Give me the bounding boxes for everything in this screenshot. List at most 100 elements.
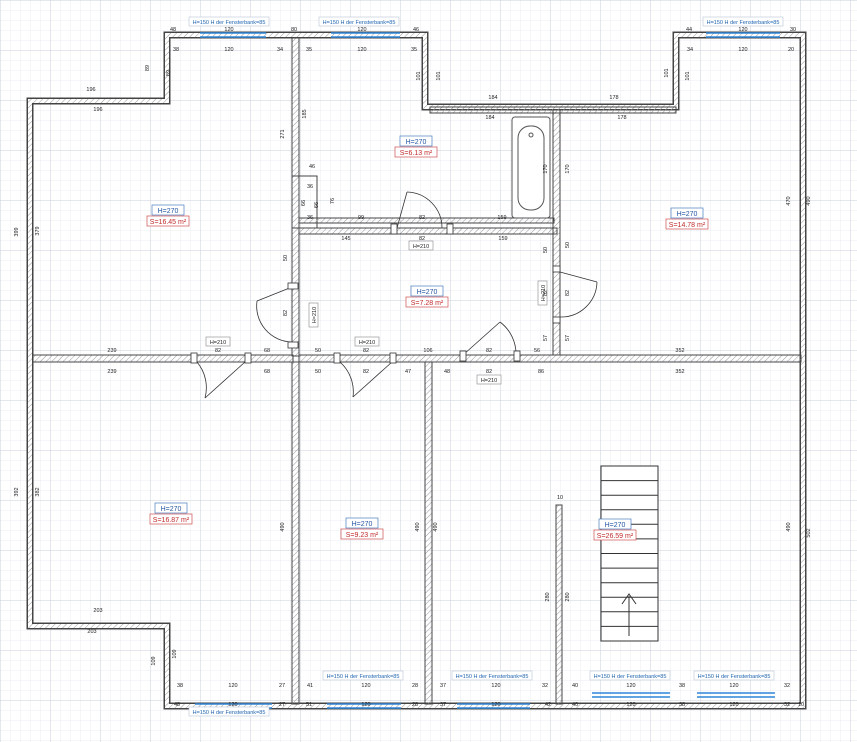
stair-arrow-head — [621, 593, 637, 605]
dimension-label: 51 — [306, 702, 312, 708]
wall-stair — [555, 504, 563, 705]
door-left-room — [256, 282, 299, 349]
door-bath — [390, 191, 454, 235]
dimension-label: 101 — [664, 68, 670, 77]
area-tag-box — [665, 218, 709, 230]
room-height-label: H=270 — [605, 522, 626, 529]
dimension-label: 490 — [433, 522, 439, 531]
dimension-label: 120 — [228, 702, 237, 708]
dimension-label: 178 — [617, 115, 626, 121]
door-tag-box — [476, 374, 502, 385]
dimension-label: 44 — [686, 27, 692, 33]
window-tag-box — [702, 16, 784, 27]
dimension-label: 120 — [738, 27, 747, 33]
area-tag-box — [405, 296, 449, 308]
dimension-label: 80 — [291, 27, 297, 33]
dimension-label: 32 — [784, 702, 790, 708]
dimension-label: 38 — [679, 702, 685, 708]
wall-v-left-upper — [291, 37, 300, 357]
dimension-label: 82 — [486, 369, 492, 375]
wall-v-left-lower — [291, 361, 300, 705]
window-label: H=150 H der Fensterbank=85 — [456, 674, 529, 680]
area-tag-box — [394, 146, 438, 158]
room-area-label: S=7.28 m² — [411, 300, 444, 307]
dimension-label: 120 — [738, 47, 747, 53]
door-height-label: H=210 — [359, 340, 375, 346]
dimension-label: 101 — [436, 71, 442, 80]
dimension-label: 120 — [361, 683, 370, 689]
dimension-label: 82 — [419, 236, 425, 242]
door-tag-box — [408, 240, 434, 251]
window-tag: H=150 H der Fensterbank=85 — [702, 16, 784, 27]
dimension-label: 280 — [545, 592, 551, 601]
dimension-label: 99 — [358, 215, 364, 221]
wall-h-middle-right — [298, 354, 802, 363]
window-tag-box — [451, 670, 533, 681]
window-tag-box — [318, 16, 400, 27]
dimension-label: 37 — [440, 683, 446, 689]
dimension-label: 120 — [228, 683, 237, 689]
wall-h-corridor-top — [298, 227, 558, 235]
height-tag-box — [345, 517, 379, 529]
doors — [190, 191, 598, 399]
dimension-label: 36 — [307, 215, 313, 221]
window-tag-box — [693, 670, 775, 681]
dimension-label: 145 — [341, 236, 350, 242]
dimension-label: 82 — [565, 290, 571, 296]
area-tag-box — [146, 215, 190, 227]
door-right-room — [552, 265, 598, 324]
dimension-label: 101 — [416, 71, 422, 80]
dimension-label: 170 — [565, 164, 571, 173]
dimension-label: 106 — [423, 348, 432, 354]
window-label: H=150 H der Fensterbank=85 — [193, 20, 266, 26]
dimension-label: 490 — [415, 522, 421, 531]
dimension-label: 38 — [177, 683, 183, 689]
height-tag-box — [598, 518, 632, 530]
bathtub-inner — [517, 125, 545, 211]
dimension-label: 38 — [679, 683, 685, 689]
door-lower-right — [459, 321, 521, 362]
dimension-label: 10 — [557, 495, 563, 501]
dimension-label: 50 — [283, 255, 289, 261]
dimension-label: 46 — [309, 164, 315, 170]
dimension-label: 47 — [405, 369, 411, 375]
dimension-label: 68 — [264, 369, 270, 375]
door-tag-box — [205, 336, 231, 347]
window-tag: H=150 H der Fensterbank=85 — [451, 670, 533, 681]
dimension-label: 239 — [107, 348, 116, 354]
dimension-label: 48 — [444, 369, 450, 375]
dimension-label: 352 — [675, 348, 684, 354]
dimension-label: 382 — [35, 487, 41, 496]
dimension-label: 109 — [172, 649, 178, 658]
dimension-label: 82 — [215, 348, 221, 354]
dimension-label: 120 — [491, 683, 500, 689]
room-height-label: H=270 — [406, 139, 427, 146]
dimension-label: 35 — [306, 47, 312, 53]
dimension-label: 120 — [491, 702, 500, 708]
dimension-label: 178 — [609, 95, 618, 101]
dimension-label: 196 — [86, 87, 95, 93]
door-tag: H=210 — [537, 280, 548, 306]
dimension-label: 46 — [413, 27, 419, 33]
dimension-label: 196 — [93, 107, 102, 113]
door-tag-box — [354, 336, 380, 347]
room-height-label: H=270 — [677, 211, 698, 218]
staircase — [600, 465, 659, 642]
dimension-label: 120 — [361, 702, 370, 708]
door-height-label: H=210 — [312, 307, 318, 323]
dimension-label: 159 — [498, 236, 507, 242]
window-label: H=150 H der Fensterbank=85 — [327, 674, 400, 680]
window-tag-box — [188, 16, 270, 27]
dimension-label: 50 — [315, 369, 321, 375]
dimension-label: 159 — [497, 215, 506, 221]
room-area-label: S=16.87 m² — [153, 517, 190, 524]
door-tag: H=210 — [354, 336, 380, 347]
window-tag-box — [322, 670, 404, 681]
door-tag: H=210 — [308, 302, 319, 328]
dimension-label: 50 — [565, 242, 571, 248]
